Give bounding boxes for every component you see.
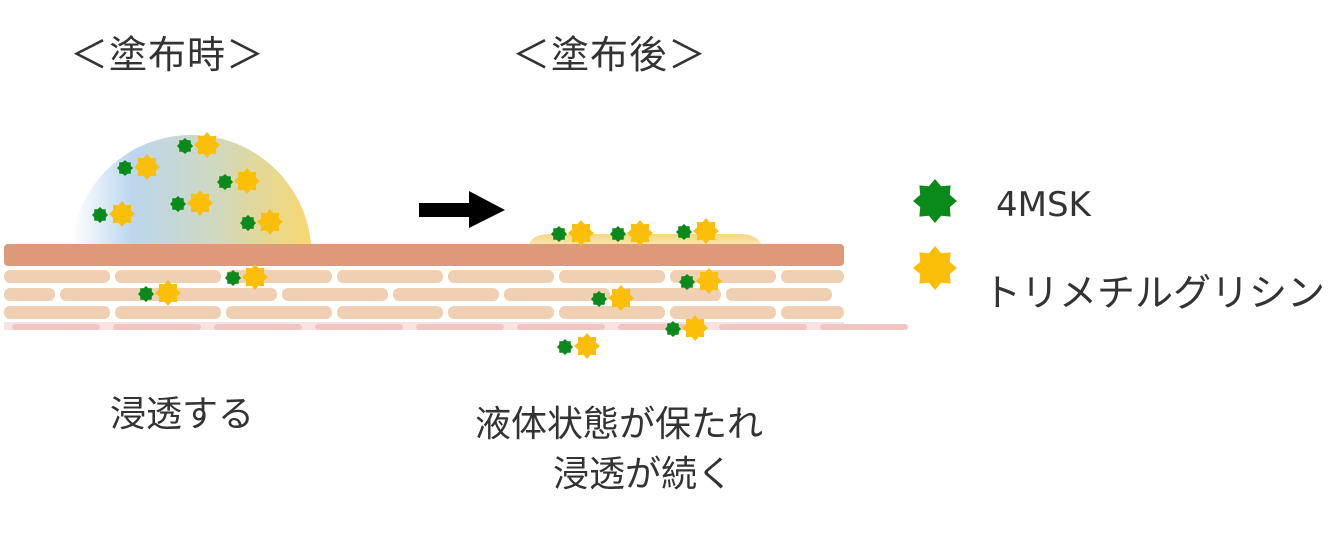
title-after: ＜塗布後＞ [512, 33, 708, 77]
skin-cell [60, 288, 166, 301]
molecule-pair [676, 218, 719, 244]
green-molecule-4msk [138, 286, 154, 302]
yellow-molecule-tmg [682, 315, 708, 341]
molecule-pair [679, 268, 722, 294]
green-molecule-4msk [217, 174, 233, 190]
skin-cell [4, 288, 55, 301]
skin-cell [670, 270, 776, 283]
skin-cell [282, 288, 388, 301]
skin-cell [615, 288, 721, 301]
green-molecule-4msk [679, 274, 695, 290]
dermis-cell [719, 324, 807, 330]
molecule-pair [557, 333, 600, 359]
molecule-pair [591, 285, 634, 311]
yellow-molecule-tmg [696, 268, 722, 294]
molecule-pair [665, 315, 708, 341]
yellow-molecule-tmg [155, 280, 181, 306]
skin-cell [726, 288, 832, 301]
dermis-cell [820, 324, 908, 330]
skin-cell [4, 306, 110, 319]
molecule-pair [170, 190, 213, 216]
dermis-cell [113, 324, 201, 330]
skin-cell [559, 306, 665, 319]
yellow-molecule-tmg [568, 220, 594, 246]
skin-cell [115, 306, 221, 319]
dermis-cell [416, 324, 504, 330]
cell-layers [4, 270, 844, 319]
skin-cell [781, 306, 844, 319]
caption-after-line2: 浸透が続く [553, 454, 734, 495]
skin-cell [226, 306, 332, 319]
dermis-cell [517, 324, 605, 330]
yellow-molecule-tmg [627, 220, 653, 246]
yellow-molecule-tmg [242, 264, 268, 290]
skin-cell [781, 270, 844, 283]
dermis-cell [214, 324, 302, 330]
green-molecule-4msk [551, 226, 567, 242]
yellow-molecule-tmg [257, 209, 283, 235]
dermis-cell [315, 324, 403, 330]
arrow-icon [419, 191, 505, 228]
molecule-pair [92, 201, 135, 227]
yellow-molecule-tmg [109, 201, 135, 227]
green-molecule-4msk [665, 321, 681, 337]
molecule-pair [551, 220, 594, 246]
yellow-molecule-tmg [134, 154, 160, 180]
skin-cell [670, 306, 776, 319]
dermis-cell [12, 324, 100, 330]
green-molecule-4msk [591, 291, 607, 307]
skin-cell [171, 288, 277, 301]
molecule-pair [225, 264, 268, 290]
green-molecule-4msk [177, 138, 193, 154]
legend-label-4msk: 4MSK [996, 185, 1091, 225]
yellow-molecule-tmg [234, 168, 260, 194]
green-molecule-4msk [92, 207, 108, 223]
caption-before: 浸透する [110, 394, 255, 435]
skin-cell [337, 270, 443, 283]
skin-cell [226, 270, 332, 283]
skin-cell [115, 270, 221, 283]
green-molecule-4msk [676, 224, 692, 240]
green-molecule-4msk [557, 339, 573, 355]
molecules [92, 132, 722, 359]
legend-green-star-icon [913, 179, 957, 223]
title-before: ＜塗布時＞ [70, 33, 266, 77]
molecule-pair [240, 209, 283, 235]
skin-cell [393, 288, 499, 301]
stratum-corneum [4, 244, 844, 266]
yellow-molecule-tmg [187, 190, 213, 216]
molecule-pair [217, 168, 260, 194]
molecule-pair [117, 154, 160, 180]
molecule-pair [610, 220, 653, 246]
green-molecule-4msk [117, 160, 133, 176]
skin-cell [448, 306, 554, 319]
dermis-layer [4, 322, 908, 330]
skin-cell [337, 306, 443, 319]
skin-cell [559, 270, 665, 283]
green-molecule-4msk [225, 270, 241, 286]
skin-cell [448, 270, 554, 283]
caption-after-line1: 液体状態が保たれ [475, 404, 764, 445]
yellow-molecule-tmg [608, 285, 634, 311]
skin-cell [504, 288, 610, 301]
yellow-molecule-tmg [693, 218, 719, 244]
yellow-molecule-tmg [574, 333, 600, 359]
molecule-pair [177, 132, 220, 158]
legend-yellow-star-icon [913, 246, 957, 290]
legend-label-trimethylglycine: トリメチルグリシン [983, 271, 1326, 315]
molecule-pair [138, 280, 181, 306]
green-molecule-4msk [240, 215, 256, 231]
green-molecule-4msk [610, 226, 626, 242]
yellow-molecule-tmg [194, 132, 220, 158]
green-molecule-4msk [170, 196, 186, 212]
skin-cell [4, 270, 110, 283]
